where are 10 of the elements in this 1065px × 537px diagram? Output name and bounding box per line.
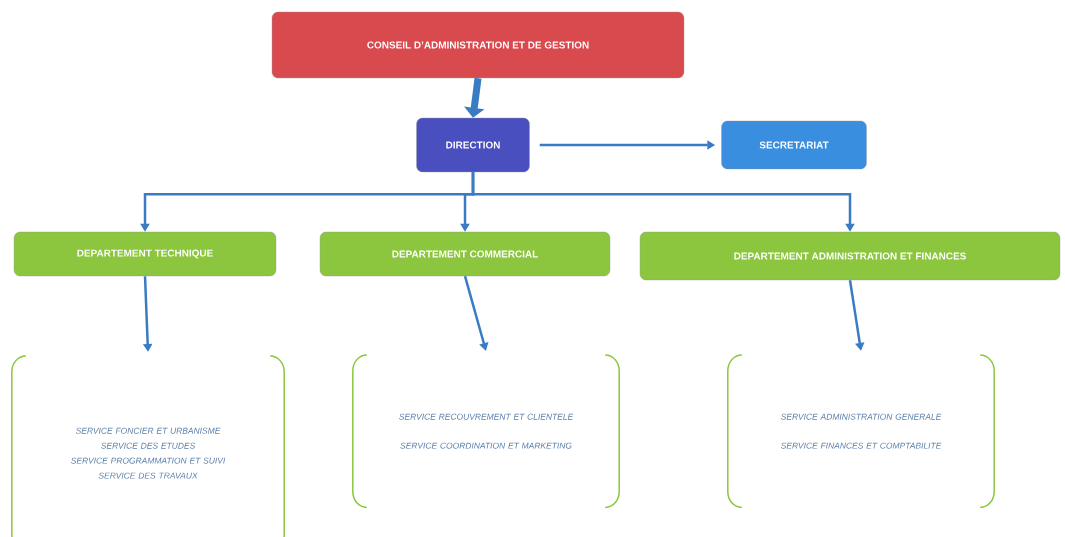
department-box: DEPARTEMENT TECHNIQUE	[13, 231, 277, 277]
bracketed-service-list: SERVICE FONCIER ET URBANISME SERVICE DES ETUDES SERVICE PROGRAMMATION ET SUIVI SERVICE DES TRAVAUX	[11, 355, 285, 537]
bracketed-service-list: SERVICE RECOUVREMENT ET CLIENTELE SERVICE COORDINATION ET MARKETING	[352, 354, 620, 509]
board-box: CONSEIL D’ADMINISTRATION ET DE GESTION	[271, 11, 685, 79]
direction-box: DIRECTION	[416, 117, 530, 173]
secretariat-box: SECRETARIAT	[721, 120, 867, 170]
department-box: DEPARTEMENT ADMINISTRATION ET FINANCES	[639, 231, 1061, 281]
bracketed-service-list: SERVICE ADMINISTRATION GENERALE SERVICE FINANCES ET COMPTABILITE	[727, 354, 995, 509]
department-box: DEPARTEMENT COMMERCIAL	[319, 231, 611, 277]
arrow	[463, 275, 489, 351]
